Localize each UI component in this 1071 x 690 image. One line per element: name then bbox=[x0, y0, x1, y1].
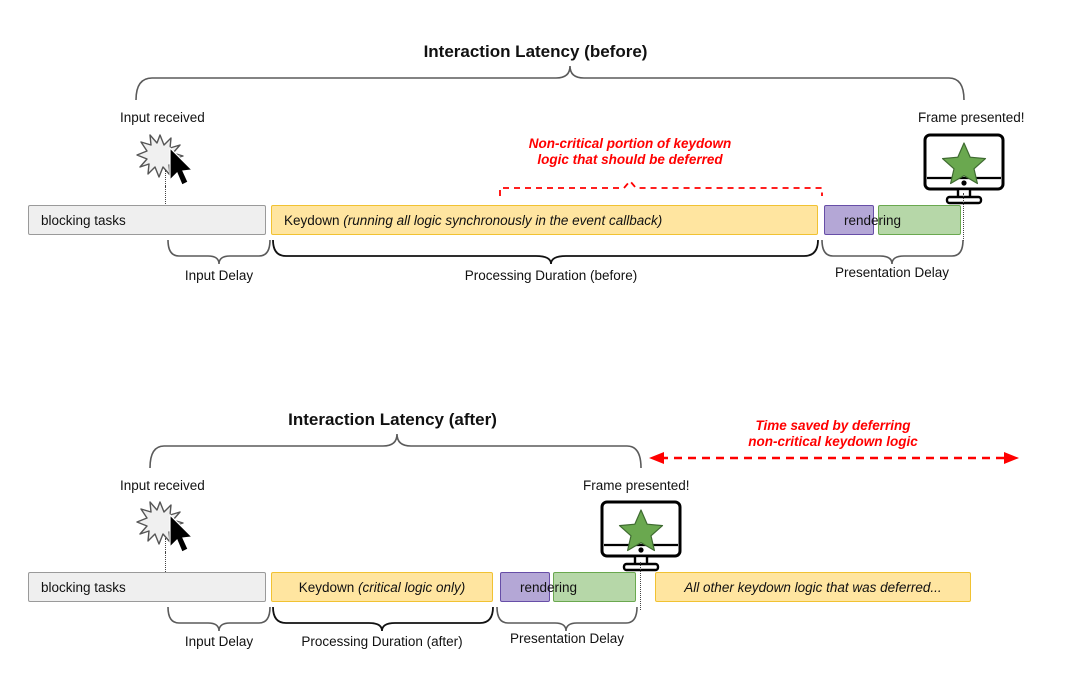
after-bar-deferred[interactable]: All other keydown logic that was deferre… bbox=[655, 572, 971, 602]
after-brace-label-processing: Processing Duration (after) bbox=[301, 634, 463, 649]
before-bar-blocking-tasks-text: blocking tasks bbox=[41, 212, 126, 228]
before-bar-keydown-text: Keydown (running all logic synchronously… bbox=[272, 213, 662, 228]
before-bar-blocking-tasks[interactable]: blocking tasks bbox=[28, 205, 266, 235]
after-bar-deferred-text: All other keydown logic that was deferre… bbox=[656, 580, 970, 595]
after-input-dotted-line-2 bbox=[165, 552, 166, 578]
after-bar-keydown-text: Keydown (critical logic only) bbox=[272, 580, 492, 595]
before-input-dotted-line-2 bbox=[165, 186, 166, 212]
before-diagram-title: Interaction Latency (before) bbox=[423, 42, 648, 61]
after-brace-label-presentation: Presentation Delay bbox=[509, 631, 625, 646]
after-bar-blocking-tasks[interactable]: blocking tasks bbox=[28, 572, 266, 602]
before-bar-keydown-label: Keydown bbox=[284, 212, 344, 228]
after-bar-deferred-italic: All other keydown logic that was deferre… bbox=[684, 579, 942, 595]
after-bar-keydown[interactable]: Keydown (critical logic only) bbox=[271, 572, 493, 602]
before-bar-render[interactable] bbox=[878, 205, 961, 235]
after-annotation-line1: Time saved by deferring bbox=[755, 418, 911, 433]
after-diagram-title: Interaction Latency (after) bbox=[288, 410, 497, 429]
after-annotation-line2: non-critical keydown logic bbox=[748, 434, 918, 449]
before-brace-label-presentation: Presentation Delay bbox=[834, 265, 950, 280]
before-frame-presented-label: Frame presented! bbox=[918, 110, 1025, 125]
after-bar-pre-render[interactable] bbox=[500, 572, 550, 602]
before-annotation-line1: Non-critical portion of keydown bbox=[528, 136, 732, 151]
after-input-received-label: Input received bbox=[120, 478, 205, 493]
after-bar-blocking-tasks-text: blocking tasks bbox=[41, 579, 126, 595]
after-frame-dotted-line bbox=[640, 562, 641, 610]
before-input-received-label: Input received bbox=[120, 110, 205, 125]
before-bar-keydown-italic: (running all logic synchronously in the … bbox=[343, 212, 663, 228]
after-brace-label-input-delay: Input Delay bbox=[184, 634, 254, 649]
after-annotation: Time saved by deferring non-critical key… bbox=[645, 418, 1021, 450]
after-bar-keydown-label: Keydown bbox=[298, 579, 358, 595]
before-frame-dotted-line bbox=[963, 193, 964, 241]
before-brace-label-processing: Processing Duration (before) bbox=[464, 268, 638, 283]
after-bar-keydown-italic: (critical logic only) bbox=[358, 579, 466, 595]
before-brace-label-input-delay: Input Delay bbox=[184, 268, 254, 283]
before-annotation-line2: logic that should be deferred bbox=[537, 152, 723, 167]
before-bar-pre-render[interactable] bbox=[824, 205, 874, 235]
before-annotation: Non-critical portion of keydown logic th… bbox=[430, 136, 830, 168]
before-bar-keydown[interactable]: Keydown (running all logic synchronously… bbox=[271, 205, 818, 235]
after-frame-presented-label: Frame presented! bbox=[583, 478, 690, 493]
after-bar-render[interactable] bbox=[553, 572, 636, 602]
